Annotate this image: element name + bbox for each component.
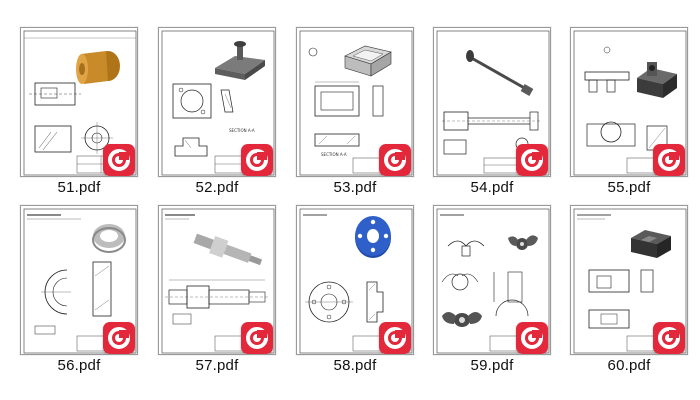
pdf-thumbnail[interactable] bbox=[433, 205, 551, 355]
file-name: 57.pdf bbox=[195, 357, 239, 374]
pdf-thumbnail[interactable] bbox=[20, 27, 138, 177]
pdf-app-logo-icon bbox=[379, 322, 411, 354]
file-name: 55.pdf bbox=[607, 179, 651, 196]
pdf-thumbnail[interactable] bbox=[296, 205, 414, 355]
file-name: 51.pdf bbox=[57, 179, 101, 196]
file-name: 56.pdf bbox=[57, 357, 101, 374]
pdf-app-logo-icon bbox=[241, 322, 273, 354]
file-name: 59.pdf bbox=[470, 357, 514, 374]
pdf-app-logo-icon bbox=[516, 144, 548, 176]
pdf-thumbnail[interactable]: SECTION A-A bbox=[158, 27, 276, 177]
pdf-app-logo-icon bbox=[516, 322, 548, 354]
pdf-app-logo-icon bbox=[653, 144, 685, 176]
file-name: 54.pdf bbox=[470, 179, 514, 196]
pdf-thumbnail[interactable] bbox=[158, 205, 276, 355]
pdf-thumbnail[interactable] bbox=[570, 27, 688, 177]
pdf-thumbnail[interactable] bbox=[20, 205, 138, 355]
file-name: 58.pdf bbox=[333, 357, 377, 374]
pdf-app-logo-icon bbox=[379, 144, 411, 176]
pdf-app-logo-icon bbox=[241, 144, 273, 176]
pdf-app-logo-icon bbox=[103, 322, 135, 354]
file-name: 60.pdf bbox=[607, 357, 651, 374]
pdf-thumbnail[interactable] bbox=[433, 27, 551, 177]
pdf-app-logo-icon bbox=[653, 322, 685, 354]
pdf-app-logo-icon bbox=[103, 144, 135, 176]
file-name: 52.pdf bbox=[195, 179, 239, 196]
pdf-thumbnail[interactable]: SECTION A-A bbox=[296, 27, 414, 177]
file-name: 53.pdf bbox=[333, 179, 377, 196]
svg-text:SECTION A-A: SECTION A-A bbox=[229, 128, 255, 133]
pdf-thumbnail[interactable] bbox=[570, 205, 688, 355]
svg-text:SECTION A-A: SECTION A-A bbox=[321, 152, 347, 157]
